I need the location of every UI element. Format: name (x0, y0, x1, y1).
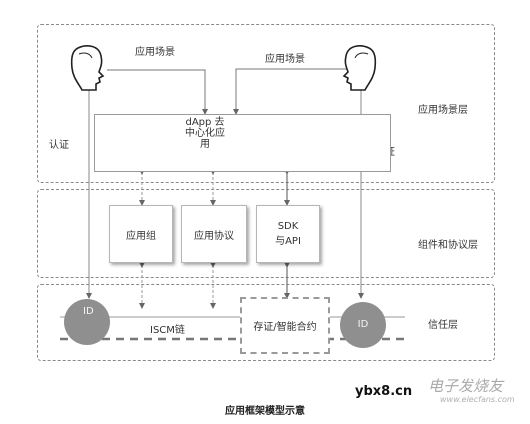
app-group-box: 应用组 (109, 205, 173, 263)
arrow-left-scene (107, 69, 208, 115)
figure-caption: 应用框架模型示意 (225, 406, 305, 417)
app-group-label: 应用组 (126, 230, 156, 242)
id-label-right: ID (357, 319, 369, 330)
arrow-right-scene (233, 68, 350, 115)
auth-label-left: 认证 (49, 140, 69, 151)
trust-layer (37, 284, 495, 361)
dapp-label-line1: dApp 去 (185, 117, 225, 128)
sdk-label: SDK (277, 221, 299, 232)
dapp-label-line3: 用 (200, 139, 210, 150)
iscm-chain-label: ISCM链 (150, 325, 185, 336)
storage-contract-label: 存证/智能合约 (253, 322, 317, 333)
watermark-site: ybx8.cn (355, 384, 413, 399)
storage-contract-box: 存证/智能合约 (240, 297, 330, 354)
layer-label-app-scene: 应用场景层 (418, 105, 468, 116)
id-label-left: ID (83, 306, 94, 317)
user-head-icon-right (342, 45, 377, 91)
app-scene-layer (37, 24, 495, 183)
watermark-url: www.elecfans.com (440, 395, 515, 404)
id-badge-right: ID (340, 302, 386, 348)
component-protocol-layer (37, 189, 495, 278)
user-head-icon-left (70, 45, 105, 91)
sdk-api-box: SDK 与API (256, 205, 320, 263)
layer-label-trust: 信任层 (428, 320, 458, 331)
sdk-api-label: 与API (275, 236, 301, 247)
app-scene-label-right: 应用场景 (265, 54, 305, 65)
app-protocol-label: 应用协议 (194, 230, 234, 242)
dapp-box: dApp 去 中心化应 用 (94, 114, 391, 172)
id-badge-left: ID (64, 299, 110, 345)
watermark-brand: 电子发烧友 (428, 377, 504, 395)
app-protocol-box: 应用协议 (181, 205, 247, 263)
dapp-label-line2: 中心化应 (185, 128, 225, 139)
app-scene-label-left: 应用场景 (135, 47, 175, 58)
layer-label-component-protocol: 组件和协议层 (418, 240, 478, 251)
